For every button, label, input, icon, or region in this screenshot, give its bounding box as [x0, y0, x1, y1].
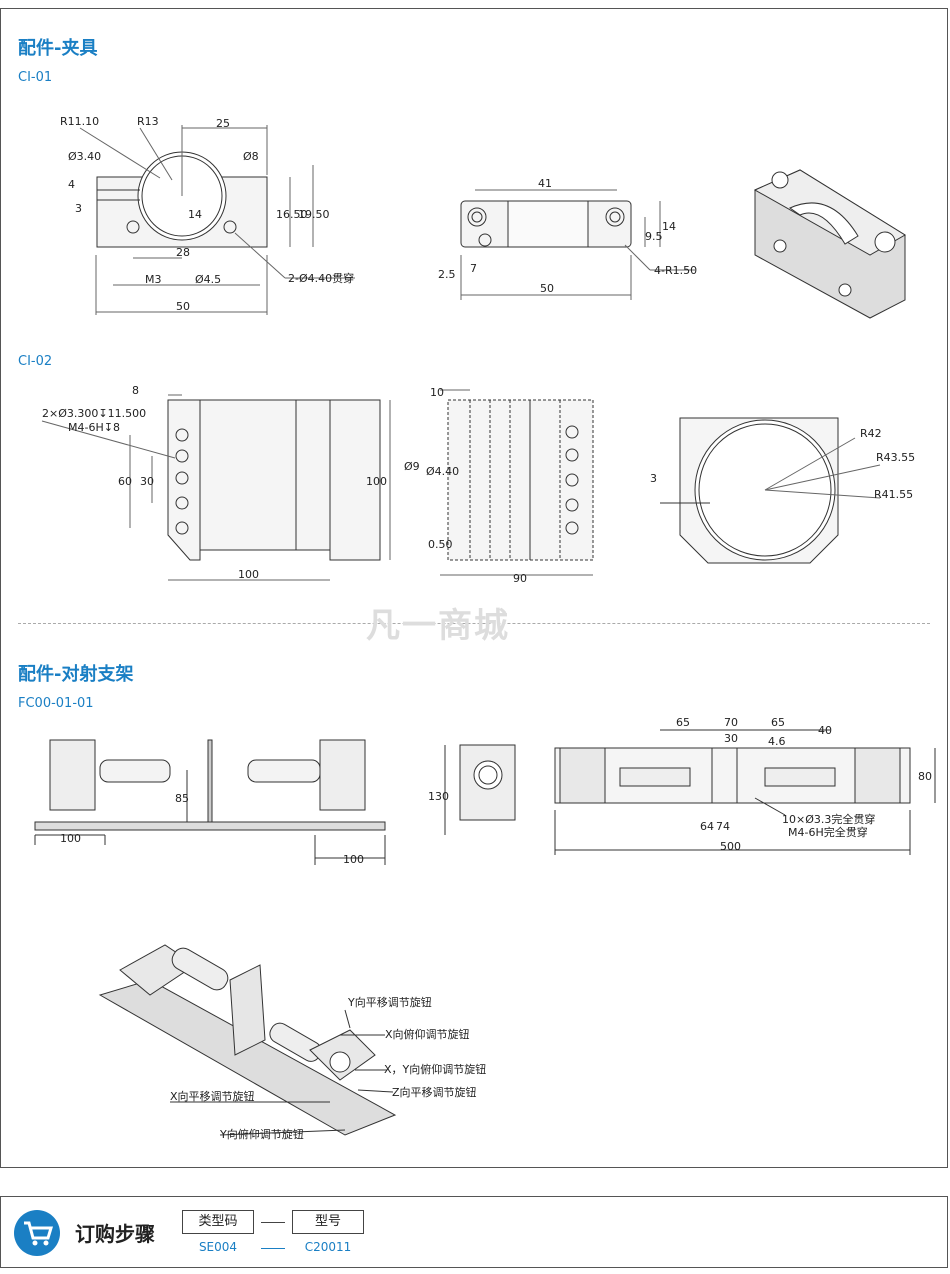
- dim-d9: Ø9: [404, 460, 420, 473]
- watermark: 凡一商城: [366, 606, 510, 646]
- dim-d340: Ø3.40: [68, 150, 101, 163]
- dim-3b: 3: [650, 472, 657, 485]
- dim-r13: R13: [137, 115, 159, 128]
- cart-icon: [14, 1210, 60, 1256]
- fc-drawing: 85 100 100 130 65 70 65 30 4.6 40 80 64 …: [34, 716, 936, 1141]
- dim-t25: 2.5: [438, 268, 456, 281]
- section-divider: [18, 623, 930, 624]
- dim-t95: 9.5: [645, 230, 663, 243]
- dim-r4355: R43.55: [876, 451, 915, 464]
- dim-50: 50: [176, 300, 190, 313]
- dim-130: 130: [428, 790, 449, 803]
- ci01-drawing: R11.10 R13 25 Ø3.40 Ø8 4 3 14 16.50 19.5…: [60, 115, 906, 319]
- ci02-drawing: 8 2×Ø3.300↧11.500 M4-6H↧8 60 30 100 100 …: [41, 384, 915, 585]
- dim-t50: 50: [540, 282, 554, 295]
- section-title-bracket: 配件-对射支架: [18, 664, 134, 685]
- dim-8: 8: [132, 384, 139, 397]
- dim-90: 90: [513, 572, 527, 585]
- dim-r1110: R11.10: [60, 115, 99, 128]
- section-title-clamp: 配件-夹具: [18, 38, 98, 59]
- main-frame: [0, 8, 948, 1168]
- dim-65a: 65: [676, 716, 690, 729]
- dim-85: 85: [175, 792, 189, 805]
- dim-1950: 19.50: [298, 208, 330, 221]
- dim-60: 60: [118, 475, 132, 488]
- dim-100h: 100: [238, 568, 259, 581]
- subtitle-ci01: CI-01: [18, 70, 53, 85]
- subtitle-fc: FC00-01-01: [18, 696, 94, 711]
- type-code-box: 类型码: [182, 1210, 254, 1234]
- dim-r42: R42: [860, 427, 882, 440]
- model-value: C20011: [304, 1240, 352, 1254]
- dim-d440: Ø4.40: [426, 465, 459, 478]
- dim-thru: 2-Ø4.40贯穿: [288, 271, 354, 285]
- order-title: 订购步骤: [75, 1222, 155, 1246]
- dim-10: 10: [430, 386, 444, 399]
- dim-74: 74: [716, 820, 730, 833]
- dim-100b: 100: [343, 853, 364, 866]
- dim-3: 3: [75, 202, 82, 215]
- dim-100a: 100: [60, 832, 81, 845]
- dim-note1: 10×Ø3.3完全贯穿: [782, 812, 875, 826]
- label-x-tilt: X向俯仰调节旋钮: [385, 1027, 470, 1041]
- dim-28: 28: [176, 246, 190, 259]
- model-box: 型号: [292, 1210, 364, 1234]
- dim-holes: 2×Ø3.300↧11.500: [42, 407, 146, 420]
- order-footer: [0, 1196, 948, 1268]
- separator: [261, 1222, 285, 1223]
- dim-46: 4.6: [768, 735, 786, 748]
- separator-blue: [261, 1248, 285, 1249]
- dim-25: 25: [216, 117, 230, 130]
- dim-40: 40: [818, 724, 832, 737]
- dim-14: 14: [188, 208, 202, 221]
- label-x-trans: X向平移调节旋钮: [170, 1089, 255, 1103]
- label-y-tilt: Y向俯仰调节旋钮: [219, 1127, 304, 1141]
- dim-050: 0.50: [428, 538, 453, 551]
- dim-m4: M4-6H↧8: [68, 421, 120, 434]
- dim-t41: 41: [538, 177, 552, 190]
- label-z-trans: Z向平移调节旋钮: [392, 1085, 477, 1099]
- dim-64: 64: [700, 820, 714, 833]
- dim-1650: 16.50: [276, 208, 308, 221]
- dim-30b: 30: [724, 732, 738, 745]
- subtitle-ci02: CI-02: [18, 354, 53, 369]
- dim-4: 4: [68, 178, 75, 191]
- dim-500: 500: [720, 840, 741, 853]
- dim-tr150: 4-R1.50: [654, 264, 697, 277]
- dim-30: 30: [140, 475, 154, 488]
- type-code-value: SE004: [198, 1240, 238, 1254]
- dim-note2: M4-6H完全贯穿: [788, 825, 868, 839]
- dim-100v: 100: [366, 475, 387, 488]
- dim-70: 70: [724, 716, 738, 729]
- dim-65b: 65: [771, 716, 785, 729]
- dim-d8: Ø8: [243, 150, 259, 163]
- dim-t14: 14: [662, 220, 676, 233]
- dim-80: 80: [918, 770, 932, 783]
- dim-r4155: R41.55: [874, 488, 913, 501]
- dim-t7: 7: [470, 262, 477, 275]
- label-xy-tilt: X，Y向俯仰调节旋钮: [384, 1062, 486, 1076]
- dim-m3: M3: [145, 273, 162, 286]
- label-y-trans: Y向平移调节旋钮: [347, 995, 432, 1009]
- dim-d45: Ø4.5: [195, 273, 221, 286]
